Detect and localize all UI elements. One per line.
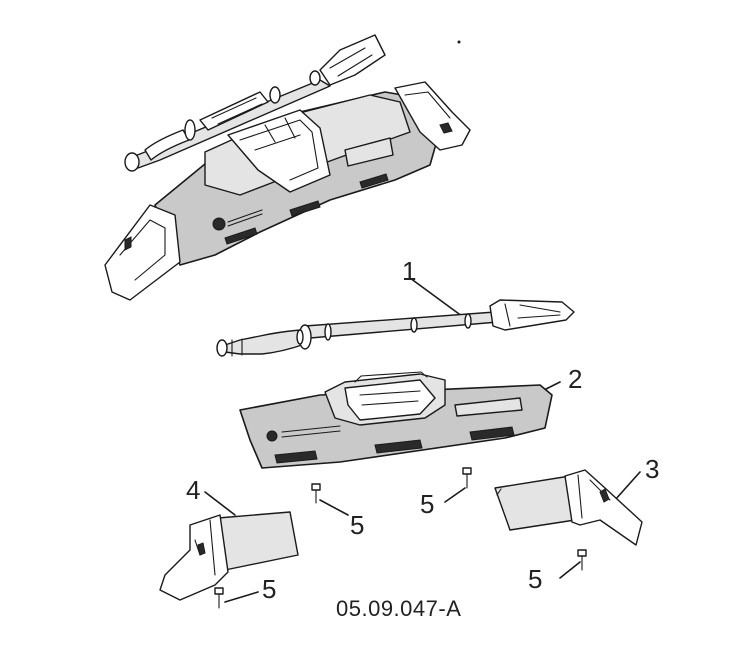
callout-screw-lower-right: 5 xyxy=(528,564,543,594)
part-4-leader-line xyxy=(204,491,236,516)
callout-part-3: 3 xyxy=(645,454,660,484)
screw-5-lower-right-leader xyxy=(559,561,581,579)
part-4-left-end-cap xyxy=(159,491,299,601)
part-1-drive-shaft xyxy=(216,277,575,357)
screw-5-upper-left-leader xyxy=(319,499,349,516)
callout-screw-lower-left: 5 xyxy=(262,574,277,604)
callout-part-4: 4 xyxy=(186,475,201,505)
screw-5-lower-right xyxy=(559,549,587,579)
part-3-right-end-cap xyxy=(494,469,643,546)
part-2-main-cover xyxy=(239,371,561,469)
drawing-reference-code: 05.09.047-A xyxy=(336,596,462,621)
screw-5-upper-left xyxy=(311,483,349,516)
screw-5-upper-right xyxy=(444,467,472,503)
callout-screw-upper-right: 5 xyxy=(420,489,435,519)
assembled-housing-illustration xyxy=(104,34,471,301)
part-3-leader-line xyxy=(614,471,641,501)
screw-5-upper-right-leader xyxy=(444,487,466,503)
callout-part-2: 2 xyxy=(568,364,583,394)
callout-screw-upper-left: 5 xyxy=(350,510,365,540)
screw-5-lower-left-leader xyxy=(224,591,259,603)
screw-5-lower-left xyxy=(214,587,259,609)
callout-part-1: 1 xyxy=(402,256,417,286)
